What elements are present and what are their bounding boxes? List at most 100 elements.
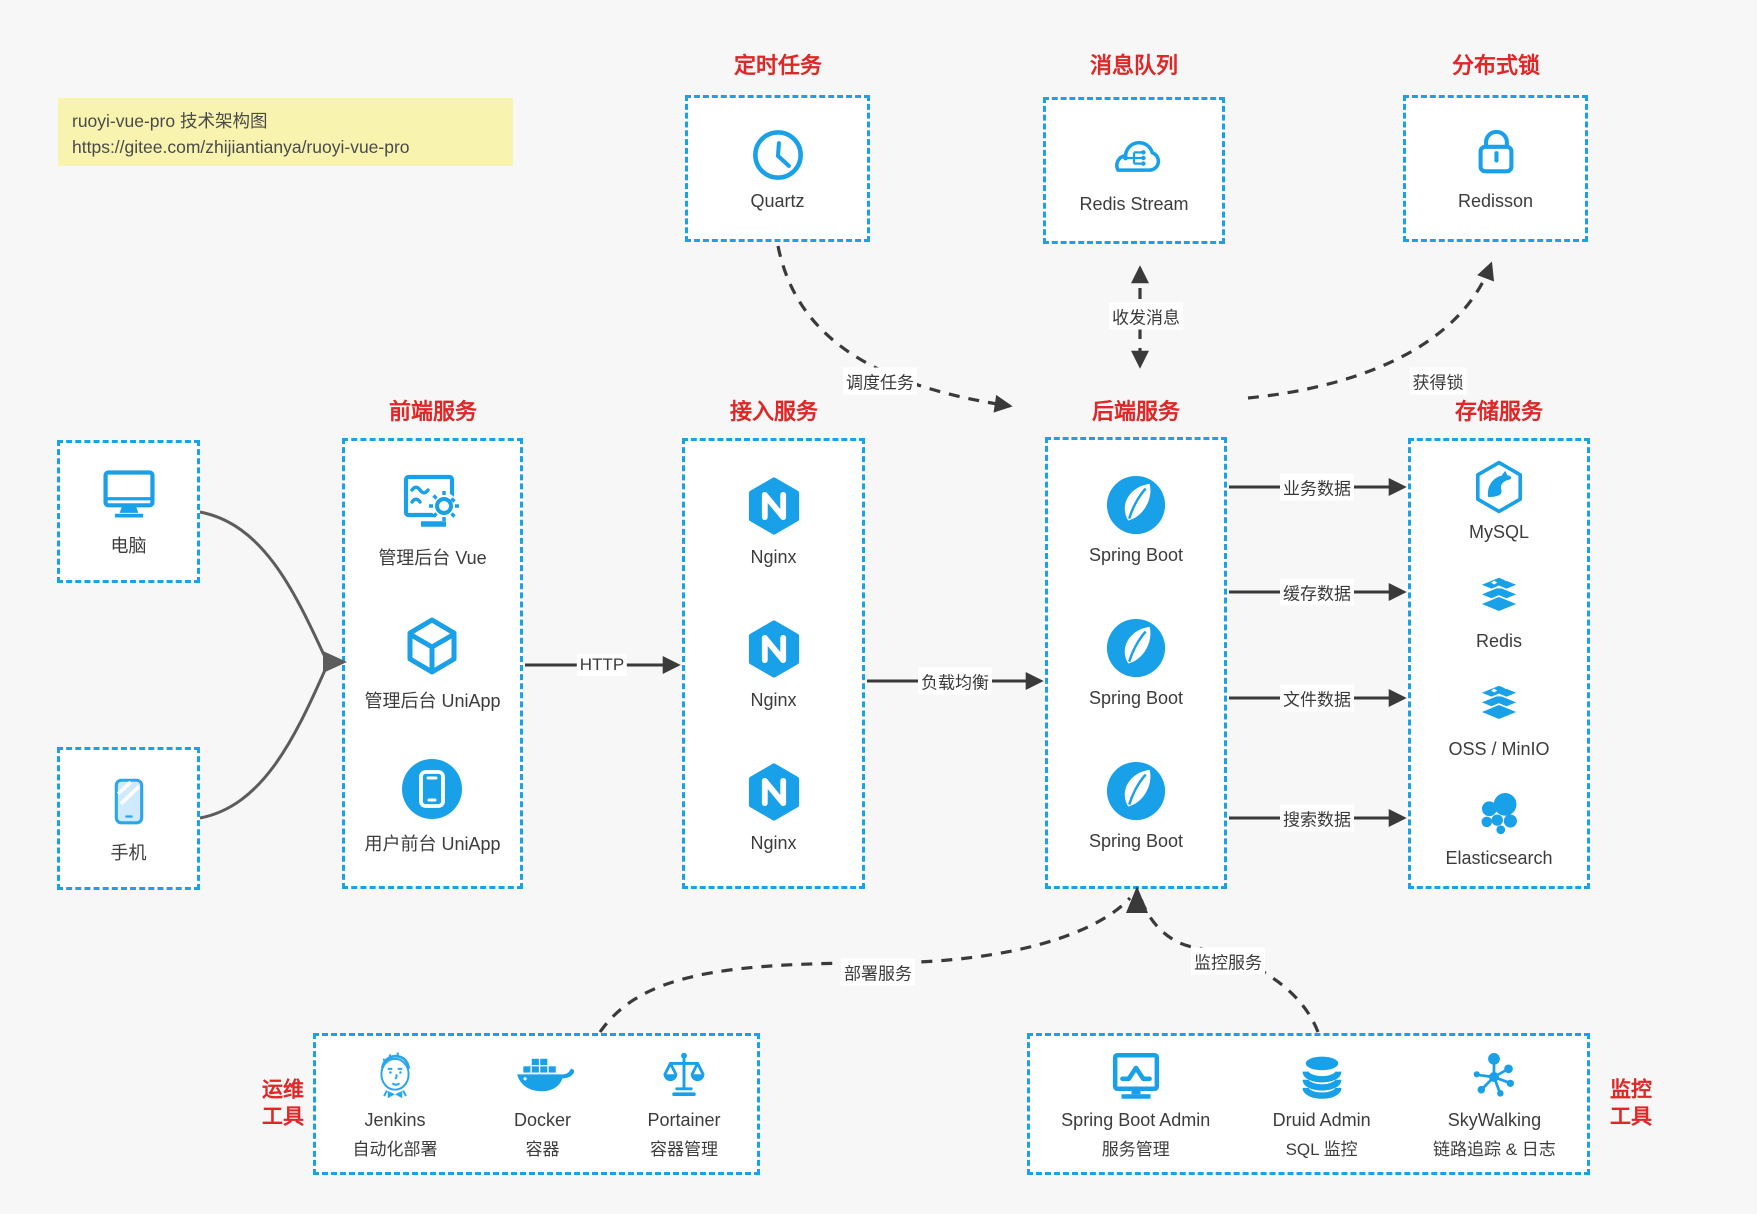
tool-desc: SQL 监控 [1285, 1140, 1358, 1159]
lock-icon [1467, 126, 1525, 184]
storage-item-label: Redis [1475, 630, 1523, 651]
edge-label-schedule-task: 调度任务 [843, 367, 917, 395]
edge-label-file-data: 文件数据 [1280, 684, 1354, 712]
tool-desc: 链路追踪 & 日志 [1433, 1140, 1556, 1159]
ops-item-jenkins: Jenkins 自动化部署 [352, 1048, 437, 1160]
frontend-item-user-uniapp: 用户前台 UniApp [364, 757, 501, 856]
object-storage-stack-icon [1470, 677, 1528, 733]
note-url: https://gitee.com/zhijiantianya/ruoyi-vu… [72, 137, 410, 158]
jenkins-icon [366, 1048, 424, 1106]
gateway-item-nginx-3: Nginx [743, 760, 805, 854]
phone-icon [100, 772, 158, 832]
clients-to-frontend-arrow [199, 510, 327, 820]
frontend-item-admin-vue: 管理后台 Vue [378, 471, 487, 570]
solid-arrows [525, 478, 1407, 827]
edge-label-load-balance: 负载均衡 [918, 667, 992, 695]
edge-label-send-receive-message: 收发消息 [1109, 302, 1183, 330]
quartz-label: Quartz [750, 190, 805, 211]
tool-name: Portainer [647, 1110, 721, 1130]
tool-name: Docker [513, 1110, 571, 1130]
storage-item-label: OSS / MinIO [1448, 739, 1550, 760]
storage-item-oss-minio: OSS / MinIO [1448, 677, 1550, 760]
tool-desc: 容器管理 [649, 1140, 718, 1159]
phone-label: 手机 [110, 843, 147, 863]
nginx-icon [743, 617, 805, 681]
tool-name: Spring Boot Admin [1061, 1110, 1211, 1130]
uniapp-cube-icon [400, 614, 464, 678]
label-ops-tools: 运维工具 [262, 1078, 304, 1129]
ops-item-portainer: Portainer 容器管理 [647, 1048, 721, 1160]
edge-label-business-data: 业务数据 [1280, 473, 1354, 501]
edge-label-http: HTTP [576, 654, 628, 676]
spring-boot-icon [1105, 474, 1167, 536]
cloud-network-icon [1102, 127, 1166, 187]
backend-item-label: Spring Boot [1088, 687, 1184, 708]
nginx-icon [743, 760, 805, 824]
frontend-item-label: 管理后台 Vue [378, 548, 487, 568]
storage-item-elasticsearch: Elasticsearch [1445, 786, 1553, 869]
gateway-item-label: Nginx [750, 689, 797, 710]
storage-item-mysql: MySQL [1469, 458, 1529, 543]
scales-icon [655, 1048, 713, 1106]
backend-item-springboot-3: Spring Boot [1089, 760, 1183, 852]
spring-boot-icon [1105, 760, 1167, 822]
monitor-tools-box: Spring Boot Admin 服务管理 Druid Admin SQL 监… [1027, 1033, 1590, 1175]
frontend-item-label: 管理后台 UniApp [364, 691, 501, 711]
redisson-box: Redisson [1403, 95, 1588, 242]
edge-label-acquire-lock: 获得锁 [1409, 367, 1467, 395]
edge-label-cache-data: 缓存数据 [1280, 578, 1354, 606]
backend-item-springboot-1: Spring Boot [1089, 474, 1183, 566]
tool-desc: 容器 [525, 1140, 560, 1159]
tool-desc: 自动化部署 [352, 1140, 438, 1159]
spring-boot-icon [1105, 617, 1167, 679]
monitor-item-sba: Spring Boot Admin 服务管理 [1061, 1048, 1210, 1160]
mobile-app-circle-icon [400, 757, 464, 821]
backend-item-label: Spring Boot [1088, 831, 1184, 852]
admin-dashboard-icon [401, 471, 465, 535]
edge-label-deploy-service: 部署服务 [841, 958, 915, 986]
storage-services-box: MySQL Redis OSS / MinIO Elasticsearch [1408, 438, 1590, 889]
mysql-icon [1470, 458, 1528, 516]
backend-item-springboot-2: Spring Boot [1089, 617, 1183, 709]
title-gateway-services: 接入服务 [729, 399, 819, 424]
database-icon [1293, 1048, 1351, 1106]
network-graph-icon [1465, 1048, 1523, 1106]
storage-item-redis: Redis [1470, 569, 1528, 652]
backend-up-arrowhead [1126, 886, 1148, 913]
monitor-item-skywalking: SkyWalking 链路追踪 & 日志 [1433, 1048, 1556, 1160]
redisson-label: Redisson [1457, 190, 1534, 211]
quartz-box: Quartz [685, 95, 870, 242]
sticky-note: ruoyi-vue-pro 技术架构图 https://gitee.com/zh… [58, 98, 513, 166]
tool-desc: 服务管理 [1101, 1140, 1170, 1159]
phone-box: 手机 [57, 747, 200, 890]
storage-item-label: MySQL [1468, 521, 1529, 542]
tool-name: Druid Admin [1272, 1110, 1371, 1130]
title-message-queue: 消息队列 [1089, 53, 1179, 78]
redis-stack-icon [1470, 569, 1528, 625]
computer-box: 电脑 [57, 440, 200, 583]
storage-item-label: Elasticsearch [1445, 848, 1553, 869]
elasticsearch-icon [1471, 786, 1527, 842]
gateway-item-nginx-1: Nginx [743, 474, 805, 568]
redis-stream-label: Redis Stream [1079, 193, 1189, 214]
frontend-item-admin-uniapp: 管理后台 UniApp [364, 614, 501, 713]
tool-name: SkyWalking [1447, 1110, 1542, 1130]
gateway-item-nginx-2: Nginx [743, 617, 805, 711]
ops-item-docker: Docker 容器 [510, 1048, 575, 1160]
tool-name: Jenkins [364, 1110, 426, 1130]
nginx-icon [743, 474, 805, 538]
title-distributed-lock: 分布式锁 [1451, 53, 1541, 78]
computer-label: 电脑 [110, 536, 147, 556]
backend-item-label: Spring Boot [1088, 544, 1184, 565]
monitor-chart-icon [1107, 1048, 1165, 1106]
backend-services-box: Spring Boot Spring Boot Spring Boot [1045, 437, 1227, 889]
gateway-item-label: Nginx [750, 546, 797, 567]
gateway-services-box: Nginx Nginx Nginx [682, 438, 865, 889]
title-backend-services: 后端服务 [1091, 399, 1181, 424]
title-scheduled-task: 定时任务 [733, 53, 823, 78]
clock-icon [749, 126, 807, 184]
gateway-item-label: Nginx [750, 832, 797, 853]
note-title: ruoyi-vue-pro 技术架构图 [72, 111, 268, 131]
docker-icon [510, 1048, 575, 1106]
